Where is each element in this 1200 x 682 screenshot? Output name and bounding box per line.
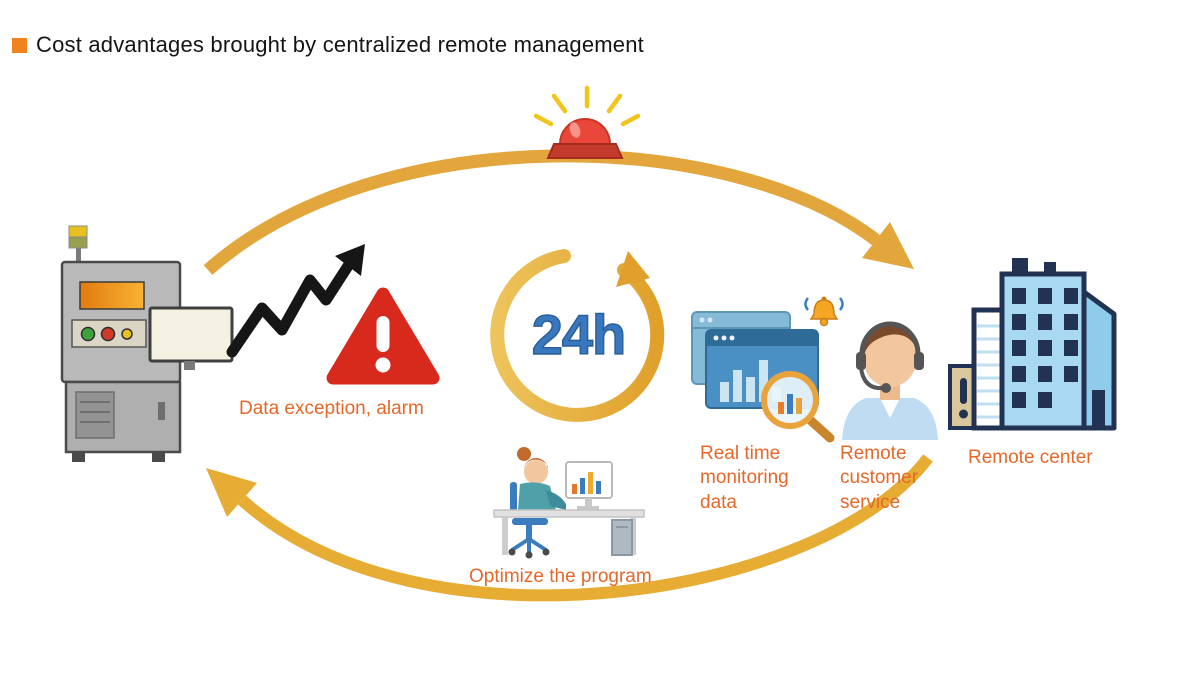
label-remote-center: Remote center (968, 447, 1093, 468)
monitoring-screens-icon (690, 292, 852, 449)
label-optimize-program: Optimize the program (469, 566, 652, 587)
warning-triangle-icon (322, 284, 444, 395)
industrial-machine-icon (56, 224, 236, 469)
title-text: Cost advantages brought by centralized r… (36, 32, 644, 57)
magnifier-icon (761, 371, 835, 443)
label-realtime-monitoring: Real time monitoring data (700, 443, 789, 513)
24h-badge: 24h (531, 302, 627, 367)
workstation-person-icon (492, 432, 648, 565)
label-remote-customer-service: Remote customer service (840, 443, 919, 513)
remote-center-building-icon (946, 252, 1138, 451)
trend-arrow-icon (224, 230, 376, 373)
alert-bell-icon (804, 296, 844, 327)
cycle-arrow-bottom-icon (206, 454, 933, 602)
label-data-exception: Data exception, alarm (239, 398, 424, 419)
siren-icon (528, 80, 646, 173)
cycle-24h-ring-icon (476, 228, 681, 443)
support-agent-icon (836, 302, 944, 445)
title-bullet-icon (12, 37, 27, 53)
page-title: Cost advantages brought by centralized r… (12, 32, 644, 58)
